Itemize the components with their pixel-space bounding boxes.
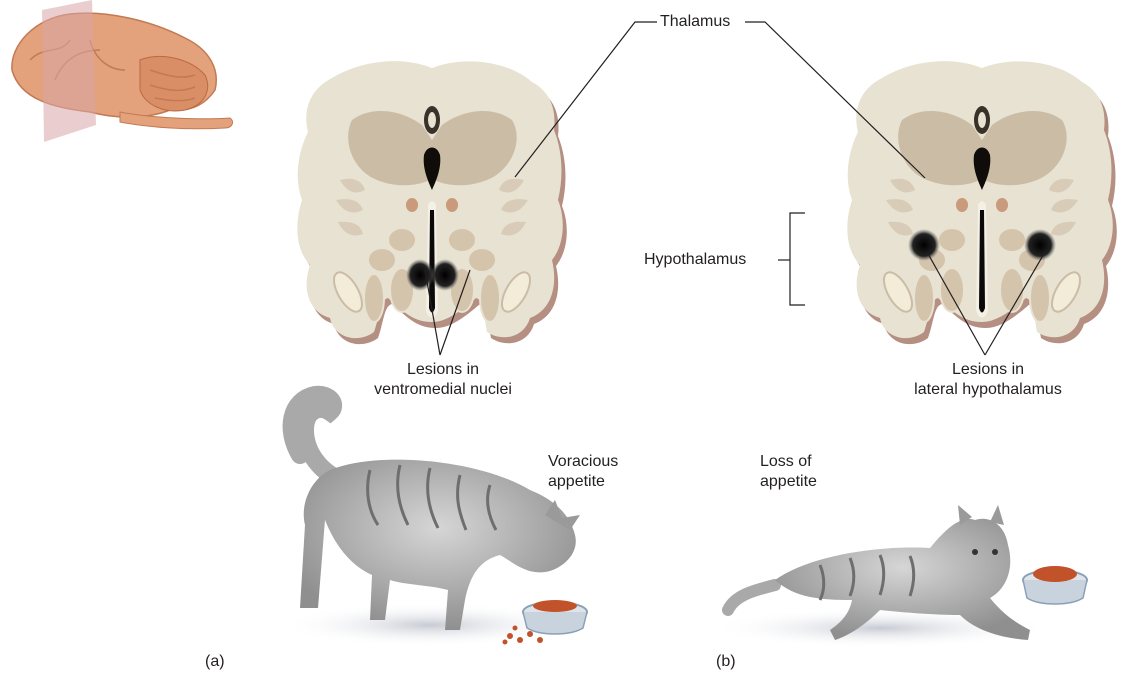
label-lesions-ventromedial: Lesions in ventromedial nuclei [368, 360, 518, 400]
label-lesions-ventromedial-line1: Lesions in [368, 360, 518, 380]
label-hypothalamus: Hypothalamus [644, 250, 746, 270]
label-lesions-lateral-line1: Lesions in [898, 360, 1078, 380]
section-plane [42, 0, 96, 142]
lesion-lateral-right [1024, 229, 1056, 261]
lesion-lateral-left [908, 229, 940, 261]
label-voracious-line2: appetite [548, 472, 618, 492]
label-loss-line2: appetite [760, 472, 817, 492]
label-voracious-line1: Voracious [548, 452, 618, 472]
panel-label-b: (b) [716, 652, 736, 672]
lesion-ventromedial-left [406, 259, 434, 291]
label-lesions-lateral: Lesions in lateral hypothalamus [898, 360, 1078, 400]
label-loss-line1: Loss of [760, 452, 817, 472]
lesion-ventromedial-right [431, 259, 459, 291]
label-loss-of-appetite: Loss of appetite [760, 452, 817, 492]
label-thalamus: Thalamus [660, 12, 730, 32]
brain-section-right [847, 61, 1116, 344]
cat-lying-illustration [710, 505, 1087, 648]
label-voracious-appetite: Voracious appetite [548, 452, 618, 492]
whole-brain-inset [12, 0, 233, 142]
label-lesions-ventromedial-line2: ventromedial nuclei [368, 380, 518, 400]
brain-section-left [297, 61, 566, 344]
panel-label-a: (a) [205, 652, 225, 672]
label-lesions-lateral-line2: lateral hypothalamus [898, 380, 1078, 400]
cat-eating-illustration [280, 395, 587, 647]
